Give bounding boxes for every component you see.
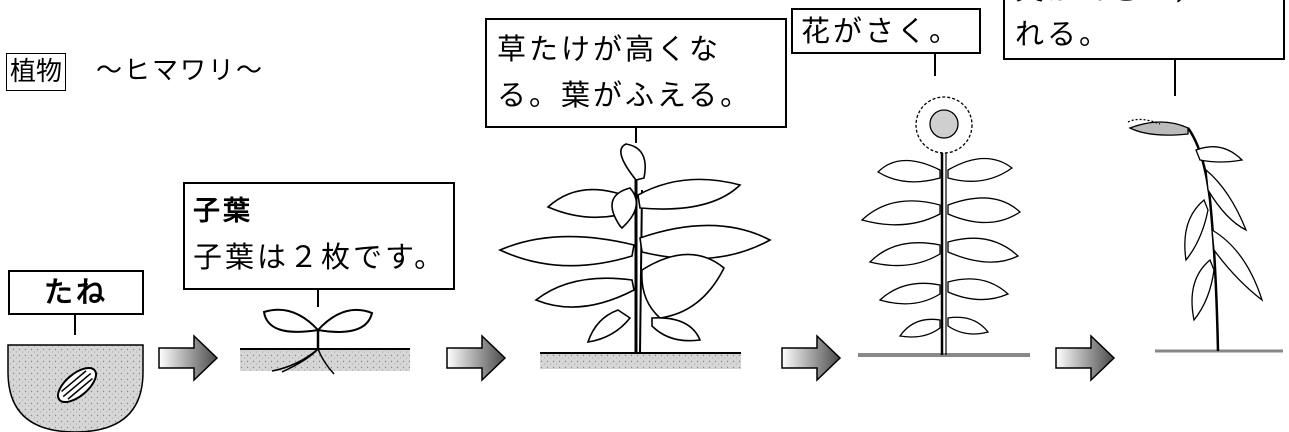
flowering-sunflower-icon xyxy=(858,96,1030,357)
progress-arrow-icon-4 xyxy=(1055,334,1116,382)
growing-plant-icon xyxy=(498,143,772,369)
growth-label-box: 草たけが高くな る。葉がふえる。 xyxy=(485,18,787,128)
cotyledon-description: 子葉は２枚です。 xyxy=(193,240,447,274)
title-label-box: 植物 xyxy=(6,53,67,91)
withered-plant-icon xyxy=(1127,118,1283,353)
cotyledon-label-box: 子葉 子葉は２枚です。 xyxy=(183,182,455,290)
growth-text-line-1: 草たけが高くな xyxy=(497,32,722,66)
seed-in-soil-icon xyxy=(7,344,144,432)
page-subtitle: ～ヒマワリ～ xyxy=(96,56,265,86)
wither-text-line-2: れる。 xyxy=(1015,17,1112,51)
cotyledon-heading: 子葉 xyxy=(193,196,253,227)
seed-label-box: たね xyxy=(8,270,144,315)
wither-text-line-1: 実ができて，か xyxy=(1015,0,1273,12)
growth-text-line-2: る。葉がふえる。 xyxy=(497,78,753,112)
connector-lines xyxy=(74,52,1176,335)
progress-arrow-icon-2 xyxy=(446,334,507,382)
progress-arrow-icon-1 xyxy=(158,334,219,382)
bloom-label-box: 花がさく。 xyxy=(791,8,981,54)
sprout-icon xyxy=(240,308,410,375)
wither-label-box: 実ができて，か れる。 xyxy=(1003,0,1285,60)
progress-arrow-icon-3 xyxy=(781,334,842,382)
